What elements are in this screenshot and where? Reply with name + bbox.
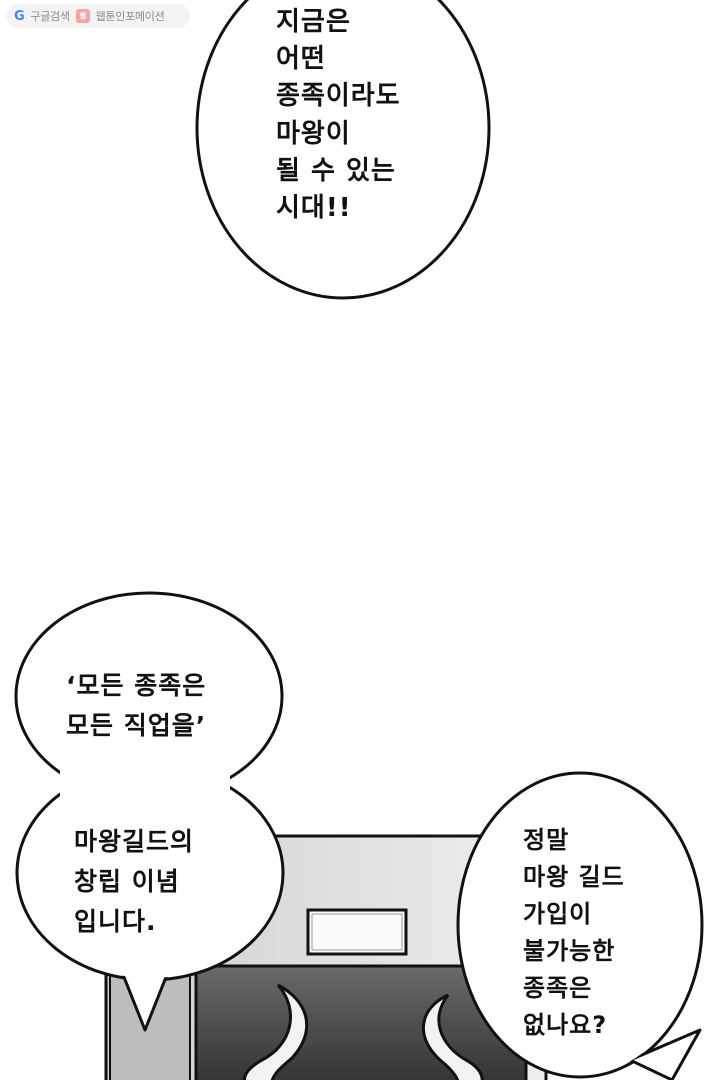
bubble-line: 마왕이 bbox=[276, 118, 351, 149]
search-label: 구글검색 bbox=[30, 10, 70, 23]
bubble-line: 마왕 길드 bbox=[523, 863, 625, 891]
bubble-line: 종족이라도 bbox=[276, 81, 401, 112]
webtoon-logo-icon: 웹 bbox=[75, 9, 90, 23]
bubble-line: 입니다. bbox=[74, 907, 157, 936]
speech-bubble-right bbox=[456, 771, 704, 1080]
speech-bubble-top bbox=[195, 0, 491, 300]
bubble-line: 지금은 bbox=[276, 7, 351, 37]
bubble-line: 마왕길드의 bbox=[74, 827, 195, 856]
google-g-icon: G bbox=[14, 8, 25, 24]
bubble-line: 없나요? bbox=[523, 1011, 608, 1039]
bubble-line: 시대!! bbox=[276, 193, 352, 224]
bubble-line: 될 수 있는 bbox=[276, 155, 396, 186]
bubble-line: 불가능한 bbox=[523, 937, 616, 965]
site-label: 웹툰인포메이션 bbox=[95, 10, 165, 23]
bubble-line: 정말 bbox=[523, 826, 570, 854]
bubble-line: 어떤 bbox=[276, 44, 326, 75]
bubble-line: 가입이 bbox=[523, 900, 593, 928]
bubble-line: 모든 직업을’ bbox=[66, 711, 207, 740]
bubble-line: 창립 이념 bbox=[74, 867, 180, 896]
search-chip[interactable]: G 구글검색 웹 웹툰인포메이션 bbox=[6, 4, 190, 28]
speech-bubble-left-group bbox=[14, 591, 285, 1032]
bubble-line: ‘모든 종족은 bbox=[66, 671, 207, 700]
bubble-line: 종족은 bbox=[523, 974, 593, 1002]
